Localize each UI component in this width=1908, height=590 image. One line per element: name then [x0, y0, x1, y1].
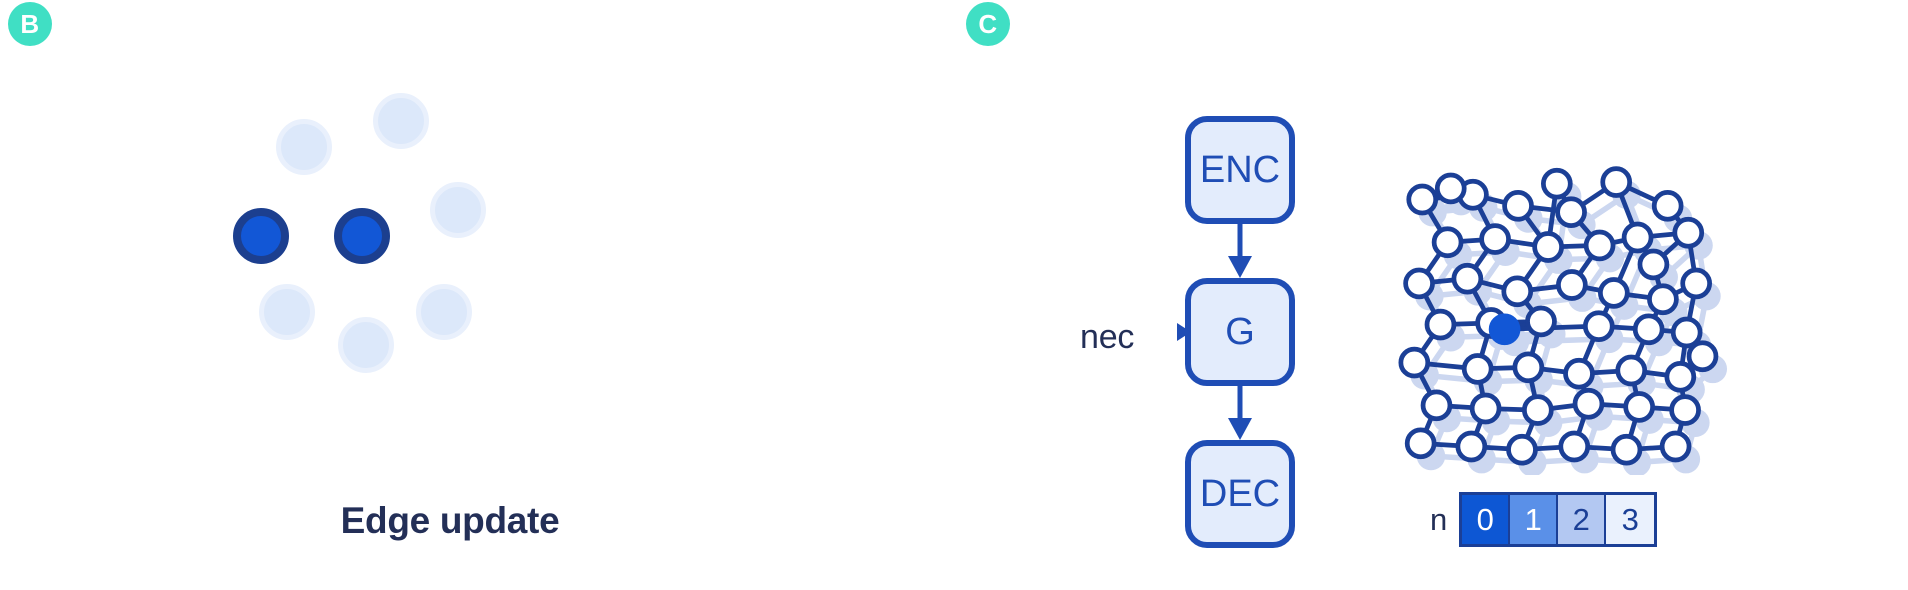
legend-cell-3: 3: [1606, 495, 1655, 544]
graph-node: [1502, 189, 1534, 222]
graph-node: [1659, 430, 1692, 463]
graph-node: [1469, 392, 1502, 425]
graph-node: [1680, 267, 1712, 300]
graph-node: [1451, 262, 1484, 295]
graph-node: [1672, 216, 1705, 249]
graph-node: [1424, 308, 1457, 341]
graph-node: [1572, 387, 1605, 420]
legend-label: n: [1430, 501, 1448, 537]
graph-node: [1623, 391, 1655, 423]
graph-node: [1434, 172, 1467, 205]
graph-node: [1600, 166, 1633, 198]
graph-node: [1632, 313, 1665, 346]
graph-node: [1501, 275, 1534, 308]
recurrence-label: nec: [1080, 318, 1135, 356]
graph-node: [1403, 267, 1435, 300]
graph-node: [1651, 189, 1684, 222]
node-active-left: [233, 208, 289, 264]
graph-node: [1525, 305, 1557, 338]
node-dim-lower-right: [416, 284, 472, 340]
panel-badge-b: B: [8, 2, 52, 46]
node-dim-upper-left: [276, 119, 332, 175]
graph-node-highlighted: [1488, 313, 1521, 346]
graph-node: [1541, 167, 1573, 200]
graph-node: [1637, 248, 1670, 281]
flow-arrow-encoder-to-processor: [1228, 224, 1252, 278]
graph-node: [1406, 183, 1439, 216]
legend-cell-1: 1: [1510, 495, 1559, 544]
graph-node: [1512, 351, 1545, 384]
graph-node: [1532, 231, 1564, 263]
graph-node: [1669, 394, 1701, 426]
graph-node: [1555, 196, 1587, 228]
graph-node: [1455, 430, 1488, 463]
graph-node: [1686, 340, 1719, 373]
graph-node: [1598, 277, 1630, 309]
graph-node: [1431, 226, 1464, 259]
graph-node: [1558, 430, 1591, 463]
graph-node: [1563, 357, 1595, 390]
graph-node: [1670, 316, 1703, 349]
node-dim-lower-left: [259, 284, 315, 340]
graph-node: [1420, 389, 1453, 422]
graph-network-figure: [1398, 166, 1728, 475]
graph-node: [1647, 283, 1679, 316]
graph-node: [1404, 427, 1437, 460]
graph-node: [1506, 433, 1538, 466]
graph-node: [1582, 310, 1615, 342]
graph-node: [1479, 223, 1511, 255]
graph-node: [1664, 361, 1697, 393]
graph-node: [1583, 229, 1616, 262]
graph-node: [1621, 221, 1654, 254]
graph-node-layer: [1398, 166, 1719, 466]
panel-b-edge-update: B Edge update: [0, 0, 900, 590]
panel-badge-c: C: [966, 2, 1010, 46]
recurrence-arrow-icon: [1177, 323, 1191, 341]
flow-box-decoder[interactable]: DEC: [1185, 440, 1295, 548]
flow-box-encoder[interactable]: ENC: [1185, 116, 1295, 224]
legend-cell-0: 0: [1462, 495, 1511, 544]
node-active-center: [334, 208, 390, 264]
legend-cell-2: 2: [1558, 495, 1607, 544]
node-dim-right: [430, 182, 486, 238]
graph-node: [1522, 394, 1554, 426]
graph-node: [1556, 269, 1588, 301]
flow-box-processor[interactable]: G: [1185, 278, 1295, 386]
flow-arrow-processor-to-decoder: [1228, 386, 1252, 440]
edge-update-caption: Edge update: [340, 500, 560, 541]
graph-node: [1461, 353, 1494, 385]
node-dim-bottom: [338, 317, 394, 373]
graph-node: [1610, 433, 1643, 466]
graph-node: [1398, 346, 1431, 379]
graph-node: [1615, 354, 1648, 387]
node-dim-top: [373, 93, 429, 149]
